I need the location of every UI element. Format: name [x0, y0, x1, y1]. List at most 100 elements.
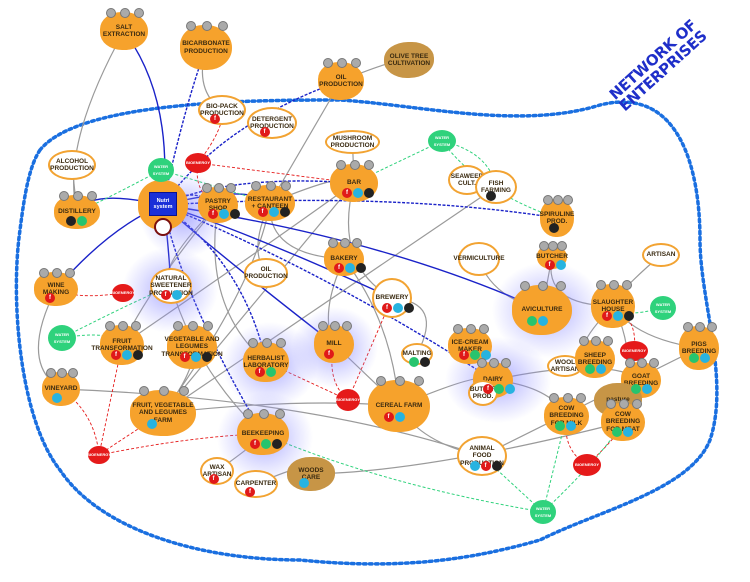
leaf-icon — [76, 216, 87, 227]
flame-icon: f — [160, 290, 171, 301]
node-aviculture[interactable]: AVICULTURE — [512, 285, 572, 335]
node-fish[interactable]: FISH FARMING — [475, 170, 517, 204]
black-bin-icon — [491, 460, 502, 471]
nutrient-system-box[interactable]: Nutri system — [149, 192, 177, 216]
water-drop-icon — [345, 263, 355, 274]
node-vermiculture[interactable]: VERMICULTURE — [453, 242, 505, 276]
flame-icon: f — [483, 384, 493, 395]
node-red4[interactable]: BIOENERGY — [87, 446, 111, 464]
material-socket-icon — [202, 183, 212, 193]
node-biopack[interactable]: BIO-PACK PRODUCTION — [198, 95, 246, 125]
material-socket-icon — [395, 376, 405, 386]
node-slaughter[interactable]: SLAUGHTER HOUSE — [591, 284, 635, 328]
node-carpenter[interactable]: CARPENTER — [234, 470, 278, 498]
material-socket-icon — [118, 321, 128, 331]
material-socket-icon — [337, 58, 347, 68]
material-socket-icon — [131, 321, 142, 331]
node-farm[interactable]: FRUIT, VEGETABLE AND LEGUMES FARM — [130, 390, 196, 436]
material-socket-icon — [262, 338, 272, 348]
material-socket-icon — [622, 280, 633, 290]
node-grn1[interactable]: WATER SYSTEM — [148, 158, 174, 182]
material-socket-icon — [557, 241, 567, 251]
material-socket-icon — [274, 409, 285, 419]
node-vegtrans[interactable]: VEGETABLE AND LEGUMES TRANSFORMATION — [161, 325, 223, 369]
node-grn3[interactable]: WATER SYSTEM — [48, 325, 76, 351]
node-woods[interactable]: WOODS CARE — [287, 457, 335, 491]
material-socket-icon — [520, 281, 530, 291]
node-red3[interactable]: BIOENERGY — [336, 389, 360, 411]
node-butter[interactable]: BUTTER PROD. — [468, 380, 498, 406]
node-pigs[interactable]: PIGS BREEDING — [679, 326, 719, 370]
material-socket-icon — [178, 386, 189, 396]
node-artisan[interactable]: ARTISAN — [642, 243, 680, 267]
leaf-icon — [612, 426, 622, 437]
node-grn5[interactable]: WATER SYSTEM — [530, 500, 556, 524]
flame-icon: f — [210, 113, 220, 124]
material-socket-icon — [342, 321, 352, 331]
node-red2[interactable]: BIOENERGY — [111, 284, 135, 302]
node-cereal[interactable]: CEREAL FARM — [368, 380, 430, 432]
material-socket-icon — [259, 409, 269, 419]
node-red5[interactable]: BIOENERGY — [573, 454, 601, 476]
node-beekeeping[interactable]: BEEKEEPING — [237, 413, 289, 455]
flame-icon: f — [480, 460, 491, 471]
node-red1[interactable]: BIOENERGY — [185, 153, 211, 173]
node-mushroom[interactable]: MUSHROOM PRODUCTION — [325, 130, 380, 154]
leaf-icon — [494, 384, 504, 395]
flame-icon: f — [254, 366, 265, 377]
material-flow-link — [162, 186, 497, 414]
material-socket-icon — [413, 376, 424, 386]
node-detergent[interactable]: DETERGENT PRODUCTION — [247, 107, 297, 139]
flame-icon: f — [602, 311, 612, 322]
material-socket-icon — [57, 368, 67, 378]
material-socket-icon — [104, 321, 115, 331]
node-wool[interactable]: WOOL ARTISAN — [547, 355, 583, 377]
black-bin-icon — [624, 311, 634, 322]
node-olive[interactable]: OLIVE TREE CULTIVATION — [384, 42, 434, 78]
water-drop-icon — [146, 418, 157, 429]
material-socket-icon — [188, 321, 198, 331]
node-bicarb[interactable]: BICARBONATE PRODUCTION — [180, 25, 232, 70]
material-socket-icon — [38, 268, 49, 278]
material-socket-icon — [619, 399, 629, 409]
material-socket-icon — [625, 358, 635, 368]
material-socket-icon — [352, 238, 362, 248]
node-oilx[interactable]: OIL PRODUCTION — [318, 62, 364, 100]
material-socket-icon — [65, 268, 76, 278]
node-brewery[interactable]: BREWERY — [372, 278, 412, 318]
material-socket-icon — [591, 336, 601, 346]
water-drop-icon — [613, 311, 623, 322]
material-socket-icon — [579, 336, 589, 346]
node-herbalist[interactable]: HERBALIST LABORATORY — [243, 342, 289, 382]
node-sheep[interactable]: SHEEP BREEDING — [575, 340, 615, 378]
node-alcohol[interactable]: ALCOHOL PRODUCTION — [48, 150, 96, 180]
node-grn2[interactable]: WATER SYSTEM — [428, 130, 456, 152]
water-drop-icon — [394, 412, 405, 423]
material-socket-icon — [609, 280, 619, 290]
leaf-icon — [261, 439, 271, 450]
material-socket-icon — [134, 8, 145, 18]
material-socket-icon — [68, 368, 79, 378]
material-socket-icon — [86, 191, 97, 201]
leaf-icon — [527, 316, 537, 326]
material-socket-icon — [120, 8, 130, 18]
node-grn4[interactable]: WATER SYSTEM — [650, 296, 676, 320]
flame-icon: f — [544, 259, 555, 270]
material-socket-icon — [266, 181, 276, 191]
material-socket-icon — [695, 322, 705, 332]
water-drop-icon — [353, 187, 363, 198]
black-bin-icon — [548, 222, 559, 233]
material-socket-icon — [595, 280, 606, 290]
material-socket-icon — [563, 195, 574, 205]
node-red6[interactable]: BIOENERGY — [620, 341, 648, 361]
node-mill[interactable]: MILL — [314, 325, 354, 363]
material-socket-icon — [376, 376, 387, 386]
material-socket-icon — [350, 58, 361, 68]
black-bin-icon — [65, 216, 76, 227]
node-sweetener[interactable]: NATURAL SWEETENER PRODUCTION — [149, 268, 193, 304]
black-bin-icon — [230, 209, 240, 220]
material-socket-icon — [281, 181, 291, 191]
node-salt[interactable]: SALT EXTRACTION — [100, 12, 148, 50]
node-oilprod[interactable]: OIL PRODUCTION — [244, 258, 288, 288]
bioenergy-flow-link — [612, 305, 636, 352]
